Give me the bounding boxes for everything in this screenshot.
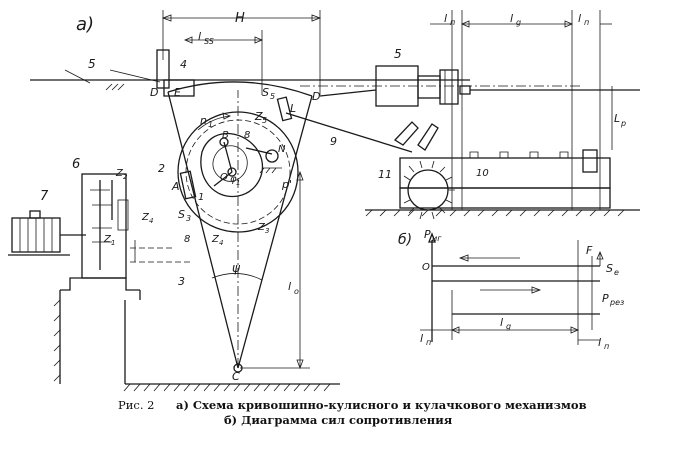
label-lss: l [198, 30, 201, 43]
label-H: H [235, 11, 245, 26]
label-psi: ψ [232, 261, 241, 275]
label-D-diag: O [422, 262, 430, 273]
label-ln-right-sub: п [584, 18, 589, 27]
motor-7 [8, 210, 86, 256]
label-lp: L [614, 112, 620, 125]
label-Z3-sub: 3 [265, 227, 269, 235]
label-9: 9 [330, 135, 337, 148]
label-Se: S [606, 262, 613, 275]
label-phi-sub: 1 [236, 179, 240, 187]
label-7: 7 [40, 189, 49, 204]
gearbox-6 [53, 173, 141, 384]
label-Prg: P [424, 228, 431, 241]
guide-rail [30, 69, 640, 91]
label-lg-top: l [510, 12, 513, 25]
label-2: 2 [158, 162, 165, 175]
label-Pres-sub: рез [609, 298, 624, 307]
label-5-right: 5 [394, 47, 402, 61]
label-n1: n [200, 114, 207, 127]
label-ln-diag-right: l [598, 336, 601, 349]
force-diagram [420, 232, 604, 345]
label-Z4-left: Z [141, 212, 150, 223]
label-p-prime: р' [281, 178, 292, 191]
label-D-right: D [312, 90, 320, 103]
label-part-b: б) [398, 232, 412, 248]
label-Z5: Z [254, 110, 263, 123]
rocker-3 [167, 81, 313, 369]
label-lg-top-sub: g [516, 18, 521, 27]
label-Z2-sub: 2 [123, 173, 128, 181]
label-lss-sub: SS [204, 37, 214, 46]
label-lg-bottom: l [500, 316, 503, 329]
pivot-C [123, 300, 340, 392]
label-Z2: Z [115, 168, 124, 179]
label-Z5-sub: 5 [262, 116, 267, 125]
label-ln-left: l [444, 12, 447, 25]
label-O: O [220, 172, 228, 183]
label-Se-sub: е [614, 268, 619, 277]
label-A: A [171, 180, 180, 193]
crank-gear [177, 111, 299, 233]
label-Z1: Z [103, 234, 112, 245]
label-E: E [174, 86, 181, 99]
label-lp-sub: p [620, 119, 626, 128]
label-Z3: Z [257, 222, 266, 233]
label-D: D [150, 86, 158, 99]
label-S3: S [178, 208, 185, 221]
label-ln-right: l [578, 12, 581, 25]
label-lg-bottom-sub: g [506, 322, 511, 331]
label-4: 4 [180, 58, 187, 71]
slider-block-e [163, 79, 195, 97]
label-8-top: 8 [244, 130, 250, 141]
caption-line-1: а) Схема кривошипно-кулисного и кулачков… [176, 398, 587, 412]
workpiece-10-and-tool-11 [365, 121, 640, 220]
label-ln-diag-left: l [420, 332, 423, 345]
label-Z1-sub: 1 [111, 239, 115, 247]
dimension-H [161, 10, 322, 95]
label-Z4: Z [211, 234, 220, 245]
label-L: L [290, 102, 296, 115]
label-lo-sub: о [294, 287, 299, 296]
label-ln-left-sub: п [450, 18, 455, 27]
label-C: C [232, 370, 240, 383]
caption-figure-number: Рис. 2 [118, 398, 155, 412]
label-phi: φ [230, 174, 237, 185]
caption-line-2: б) Диаграмма сил сопротивления [224, 413, 453, 427]
label-1: 1 [198, 192, 204, 203]
slider-A [179, 170, 197, 200]
slider-L [276, 96, 293, 122]
label-Z4-sub: 4 [219, 239, 223, 247]
label-N: N [278, 144, 286, 155]
label-5-left: 5 [88, 57, 96, 71]
label-Pres: P [602, 292, 609, 305]
label-S3-sub: 3 [186, 214, 191, 223]
label-8-bottom: 8 [184, 234, 190, 245]
label-ln-diag-right-sub: п [604, 342, 609, 351]
label-B: B [222, 130, 229, 141]
label-10: 10 [476, 168, 489, 179]
tool-head-5 [300, 65, 580, 107]
stroke-dimensions-top [430, 10, 613, 210]
label-ln-diag-left-sub: п [426, 338, 431, 347]
follower-roller-N [265, 149, 279, 163]
label-6: 6 [72, 157, 80, 172]
label-Z4-left-sub: 4 [149, 217, 153, 225]
label-11: 11 [378, 168, 392, 181]
label-n1-sub: 1 [208, 120, 213, 129]
label-3: 3 [178, 275, 185, 288]
connecting-rod-9 [285, 112, 413, 153]
label-part-a: а) [76, 14, 94, 35]
label-Prg-sub: иг [432, 234, 442, 243]
label-S5: S [262, 86, 269, 99]
label-F: F [586, 244, 593, 257]
label-lo: l [288, 280, 291, 293]
dimension-lo [240, 170, 310, 370]
label-S5-sub: 5 [270, 92, 275, 101]
point-B [219, 137, 229, 147]
